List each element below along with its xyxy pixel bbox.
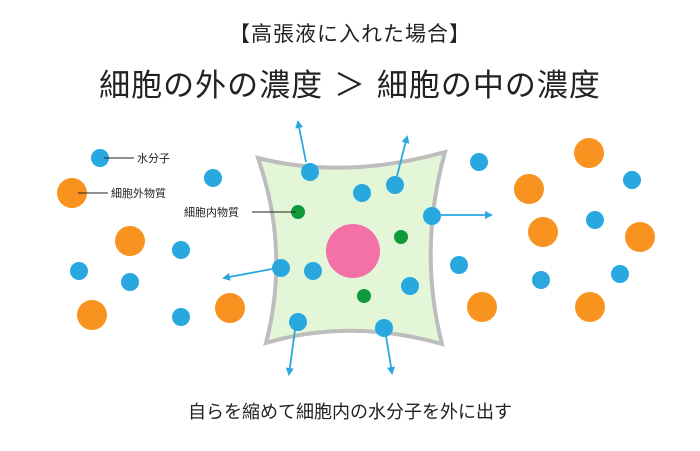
water-molecule — [301, 163, 319, 181]
water-exit-arrow — [222, 268, 273, 281]
outside-substance — [77, 300, 107, 330]
water-molecule — [611, 265, 629, 283]
nucleus — [326, 224, 380, 278]
outside-substance — [528, 217, 558, 247]
inside-substance — [291, 205, 305, 219]
outside-substance — [467, 292, 497, 322]
outside-substance — [575, 292, 605, 322]
water-molecule — [401, 277, 419, 295]
inside-substance — [357, 289, 371, 303]
water-molecule — [423, 207, 441, 225]
water-molecule — [70, 262, 88, 280]
water-molecule — [386, 176, 404, 194]
water-exit-arrow — [385, 335, 395, 375]
water-molecule — [353, 184, 371, 202]
water-label: 水分子 — [137, 152, 170, 165]
water-molecule — [450, 256, 468, 274]
water-molecule — [470, 153, 488, 171]
outside-substance — [215, 293, 245, 323]
diagram-title: 【高張液に入れた場合】 — [229, 22, 471, 46]
water-molecule — [532, 271, 550, 289]
inside-substance-label: 細胞内物質 — [184, 205, 239, 219]
outside-substance — [57, 178, 87, 208]
inside-substance — [394, 230, 408, 244]
water-exit-arrow — [285, 329, 296, 376]
outside-substance — [574, 138, 604, 168]
water-exit-arrow — [396, 135, 410, 177]
outside-substance — [514, 174, 544, 204]
water-molecule — [91, 149, 109, 167]
water-molecule — [204, 169, 222, 187]
water-molecule — [623, 171, 641, 189]
outside-substance — [625, 222, 655, 252]
water-molecule — [272, 259, 290, 277]
outside-substance-label: 細胞外物質 — [111, 186, 166, 200]
water-molecule — [121, 273, 139, 291]
water-exit-arrow — [295, 120, 307, 163]
water-molecule — [586, 211, 604, 229]
water-molecule — [289, 313, 307, 331]
water-molecule — [172, 308, 190, 326]
diagram-caption: 自らを縮めて細胞内の水分子を外に出す — [188, 402, 512, 423]
water-molecule — [172, 241, 190, 259]
concentration-comparison: 細胞の外の濃度 ＞ 細胞の中の濃度 — [99, 68, 601, 104]
outside-substance — [115, 226, 145, 256]
water-molecule — [375, 319, 393, 337]
water-molecule — [304, 262, 322, 280]
